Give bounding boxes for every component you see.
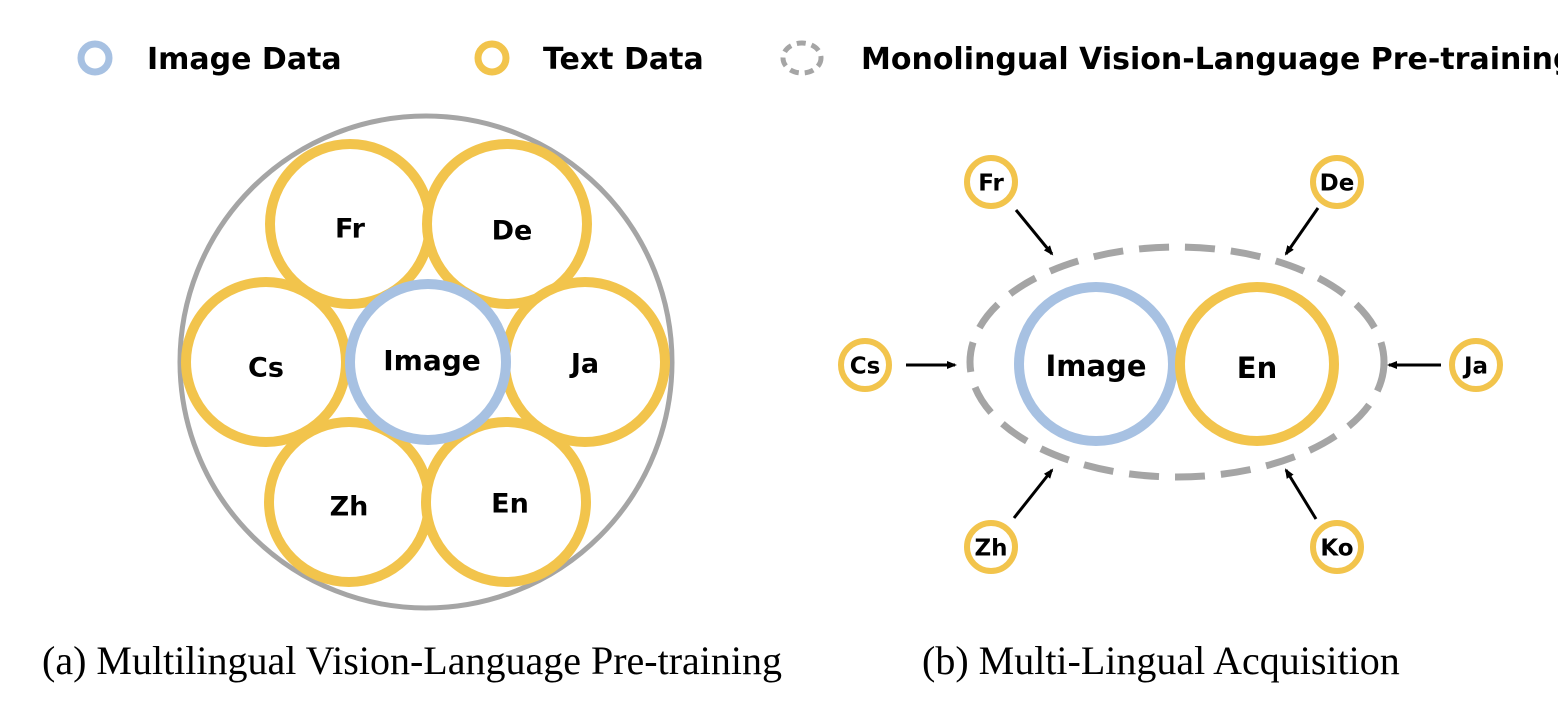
panel-b-lang-zh-label: Zh [974, 536, 1007, 562]
panel-b-en-circle [1175, 282, 1339, 446]
panel-a-lang-en-label: En [491, 489, 529, 520]
panel-a-lang-fr: Fr [265, 139, 435, 309]
panel-b-lang-zh-circle [964, 520, 1018, 574]
panel-a-lang-ja: Ja [500, 277, 670, 447]
panel-a-lang-en-circle [421, 417, 591, 587]
panel-a-outer-circle [177, 113, 675, 611]
panel-a-image-circle [345, 279, 511, 445]
panel-b-arrow-de [1284, 207, 1320, 256]
panel-b-lang-ja-label: Ja [1462, 354, 1488, 380]
panel-b-lang-zh: Zh [964, 520, 1018, 574]
legend-mono-label: Monolingual Vision-Language Pre-training [861, 42, 1558, 77]
panel-b-en: En [1175, 282, 1339, 446]
panel-b-lang-ja-circle [1449, 338, 1503, 392]
panel-b-lang-de: De [1310, 155, 1364, 209]
panel-b-arrow-zh [1012, 468, 1054, 519]
panel-b-image-label: Image [1045, 349, 1146, 383]
panel-b-en-label: En [1237, 351, 1277, 385]
panel-b-lang-cs-label: Cs [850, 354, 881, 380]
panel-a-lang-cs: Cs [181, 277, 351, 447]
legend: Image Data Text Data Monolingual Vision-… [77, 40, 1558, 77]
panel-b-lang-ja: Ja [1449, 338, 1503, 392]
panel-b: Image En Fr De Cs Ja Zh Ko [838, 155, 1503, 574]
legend-image-label: Image Data [147, 42, 342, 77]
panel-b-lang-de-label: De [1320, 171, 1355, 197]
panel-a-lang-de: De [422, 139, 592, 309]
legend-image-swatch [77, 40, 113, 76]
panel-b-lang-ko-circle [1310, 520, 1364, 574]
panel-b-arrow-fr [1014, 209, 1054, 256]
panel-b-caption: (b) Multi-Lingual Acquisition [922, 638, 1400, 683]
panel-a-lang-de-label: De [492, 216, 533, 247]
panel-b-lang-fr: Fr [964, 155, 1018, 209]
panel-b-lang-ko: Ko [1310, 520, 1364, 574]
panel-a-lang-en: En [421, 417, 591, 587]
legend-mono-swatch [780, 40, 824, 76]
panel-a-lang-ja-label: Ja [569, 349, 599, 380]
panel-a: Fr De Cs Ja Zh En Image [177, 113, 675, 611]
panel-a-image: Image [345, 279, 511, 445]
panel-a-lang-de-circle [422, 139, 592, 309]
panel-b-lang-de-circle [1310, 155, 1364, 209]
panel-b-arrow-ko [1284, 468, 1318, 520]
panel-a-lang-cs-label: Cs [248, 353, 284, 384]
panel-b-lang-cs-circle [838, 338, 892, 392]
panel-b-lang-ko-label: Ko [1320, 536, 1353, 562]
panel-b-dashed-group [966, 243, 1388, 481]
panel-a-lang-zh-label: Zh [330, 492, 369, 523]
panel-b-lang-cs: Cs [838, 338, 892, 392]
panel-b-lang-fr-label: Fr [978, 171, 1004, 197]
panel-a-lang-fr-label: Fr [335, 214, 366, 245]
panel-b-image-circle [1014, 282, 1178, 446]
panel-b-image: Image [1014, 282, 1178, 446]
panel-b-lang-fr-circle [964, 155, 1018, 209]
panel-a-lang-zh: Zh [264, 417, 434, 587]
panel-a-image-label: Image [383, 344, 481, 377]
panel-a-caption: (a) Multilingual Vision-Language Pre-tra… [42, 638, 782, 683]
legend-text-label: Text Data [543, 42, 704, 77]
legend-text-swatch [474, 40, 510, 76]
